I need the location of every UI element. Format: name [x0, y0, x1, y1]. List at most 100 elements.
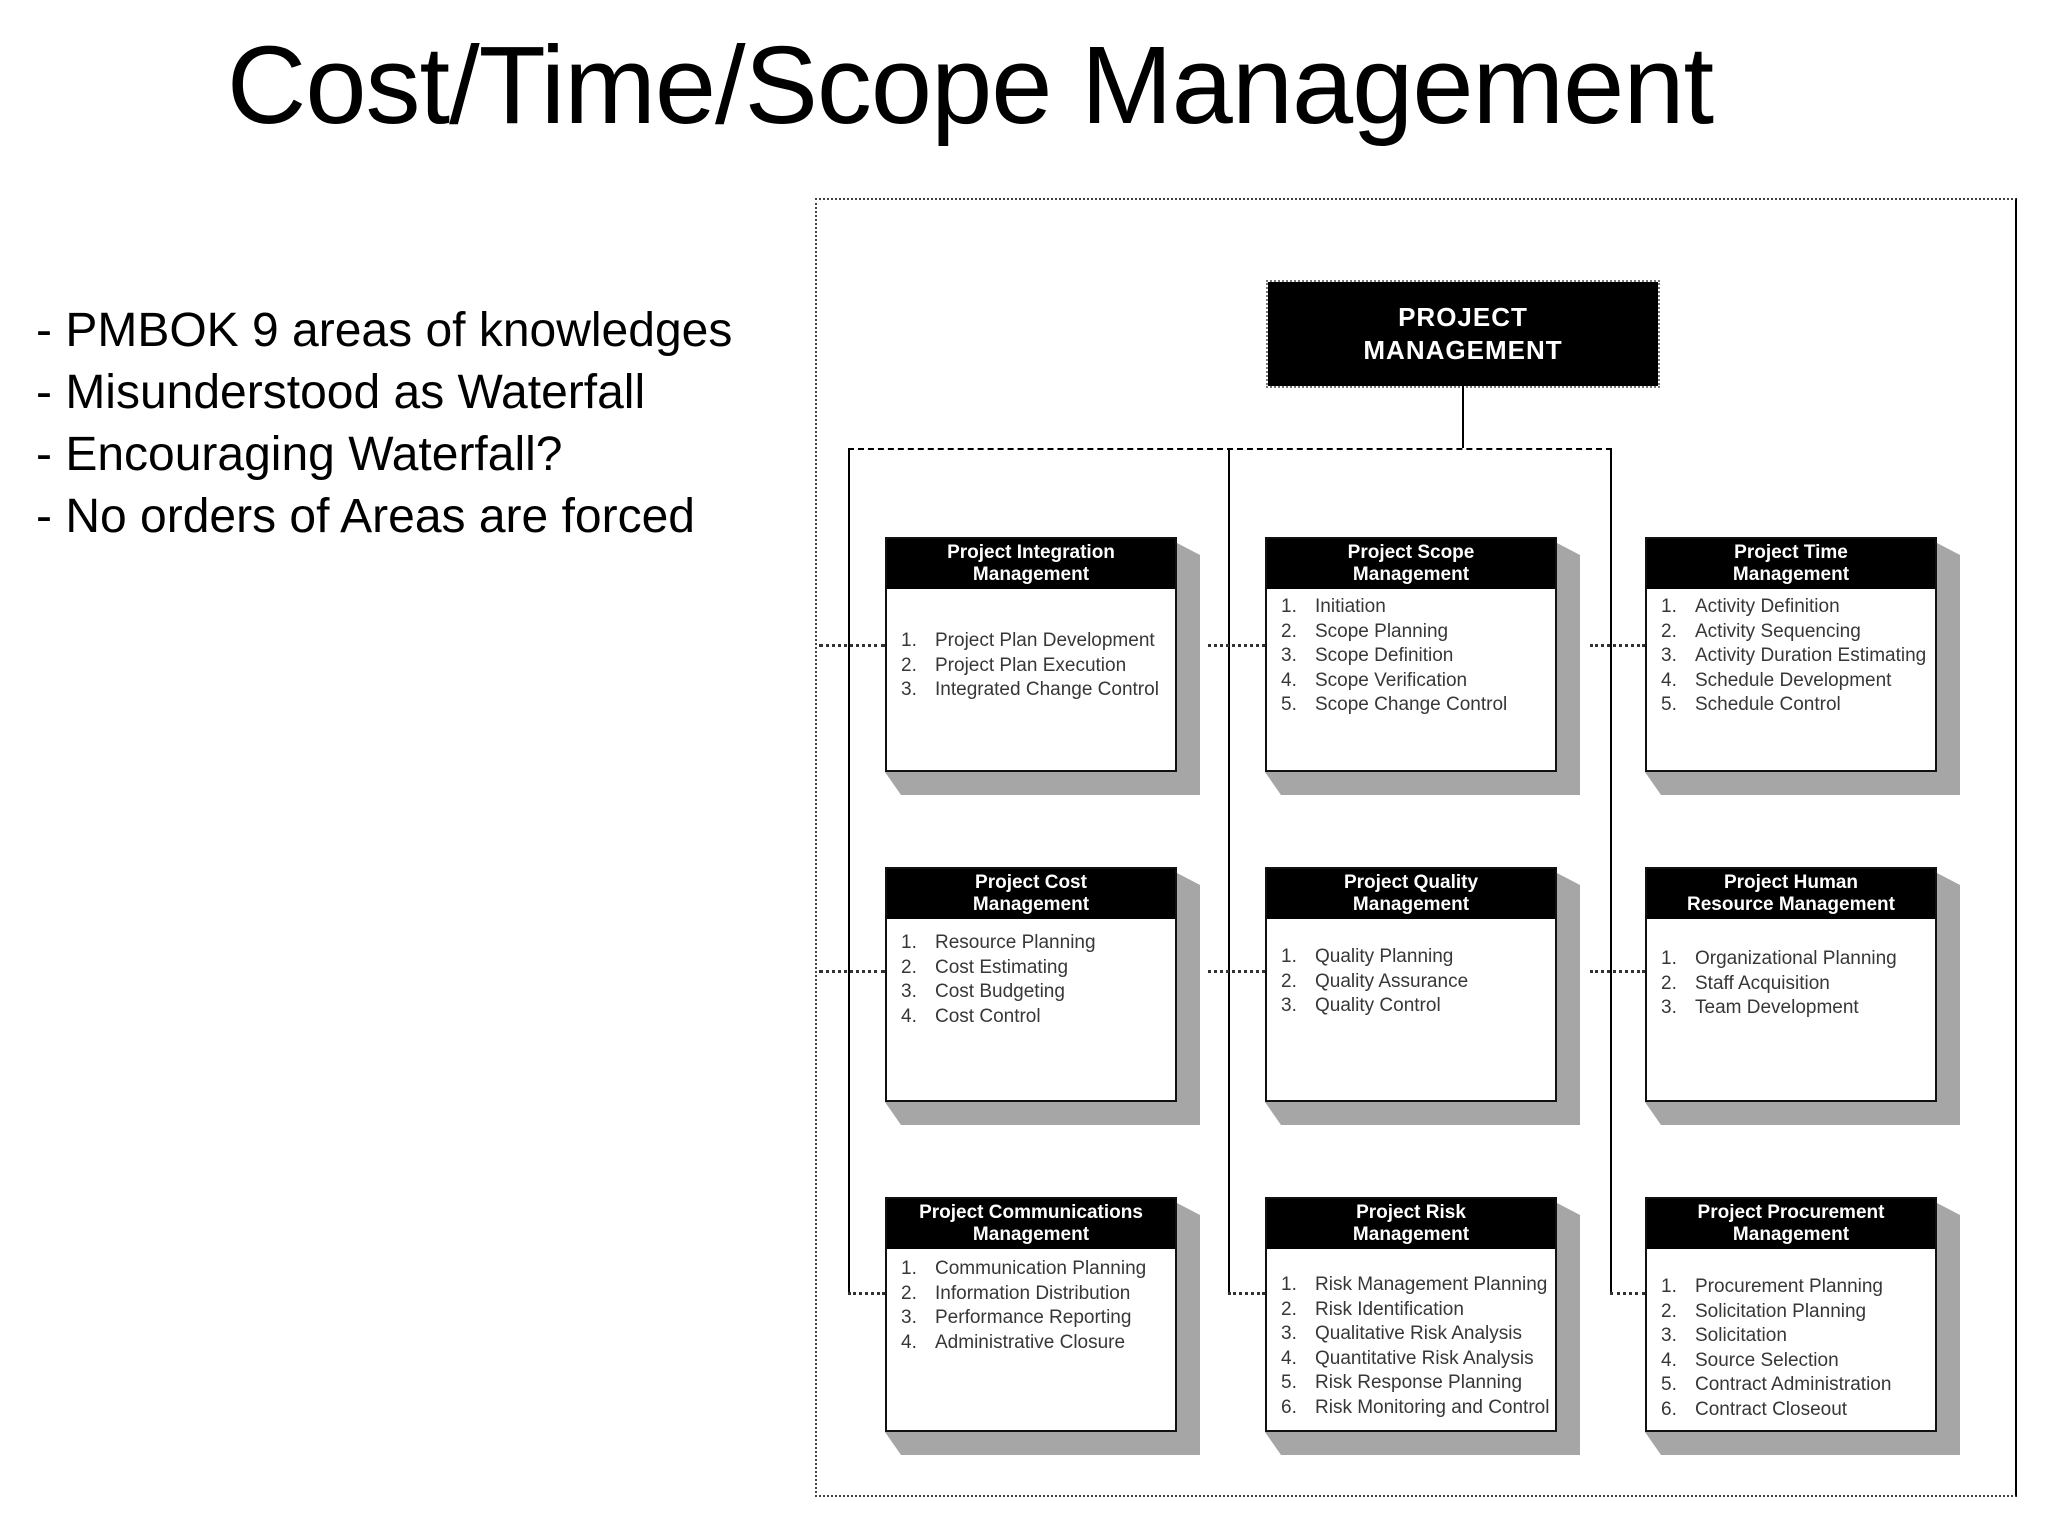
box-human-resource-title-line: Project Human	[1723, 872, 1859, 893]
item-number: 2.	[1281, 620, 1297, 642]
item-number: 3.	[1661, 645, 1677, 666]
box-time-title-line: Project Time	[1734, 542, 1848, 563]
item-text: Procurement Planning	[1695, 1276, 1883, 1297]
list-item: 4.Cost Control	[897, 1005, 1171, 1030]
box-scope-title-line: Management	[1352, 564, 1470, 585]
item-text: Qualitative Risk Analysis	[1315, 1323, 1522, 1344]
item-text: Quality Planning	[1315, 946, 1454, 967]
item-text: Quality Assurance	[1315, 970, 1469, 992]
item-number: 2.	[1661, 620, 1677, 642]
list-item: 3.Scope Definition	[1277, 644, 1551, 669]
list-item: 1. Quality Planning	[1277, 945, 1551, 970]
box-quality-list: 1. Quality Planning 2. Quality Assurance 3. Q…	[1267, 919, 1555, 1019]
item-text: Project Plan Execution	[935, 654, 1127, 676]
box-communications-list: 1. Communication Planning 2. Information Di…	[887, 1249, 1175, 1355]
item-number: 5.	[1281, 1372, 1297, 1393]
list-item: 1. Communication Planning	[897, 1257, 1171, 1282]
box-risk-title-line: Project Risk	[1356, 1202, 1466, 1223]
item-text: Schedule Development	[1695, 669, 1892, 691]
item-text: Scope Planning	[1315, 620, 1449, 642]
item-text: Communication Planning	[935, 1258, 1147, 1279]
item-number: 2.	[901, 1282, 917, 1304]
box-integration-title-line: Management	[972, 564, 1090, 585]
list-item: 3.Activity Duration Estimating	[1657, 644, 1931, 669]
list-item: 3.Team Development	[1657, 996, 1931, 1021]
connector-row3-col1	[848, 1292, 885, 1295]
list-item: 5.Contract Administration	[1657, 1373, 1931, 1398]
item-text: Risk Response Planning	[1315, 1372, 1523, 1393]
item-number: 6.	[1281, 1396, 1297, 1418]
box-quality-title-line: Management	[1352, 894, 1470, 915]
connector-row3-col2	[1228, 1292, 1265, 1295]
list-item: 2. Information Distribution	[897, 1282, 1171, 1307]
bullet-item: - Encouraging Waterfall?	[36, 428, 563, 481]
list-item: 4.Schedule Development	[1657, 669, 1931, 694]
item-number: 1.	[1661, 948, 1677, 969]
item-text: Team Development	[1695, 997, 1859, 1018]
item-number: 2.	[1281, 970, 1297, 992]
item-number: 3.	[901, 1307, 917, 1328]
list-item: 2.Risk Identification	[1277, 1298, 1551, 1323]
item-text: Risk Management Planning	[1315, 1274, 1548, 1295]
connector-row1-col3	[1590, 644, 1645, 647]
list-item: 1.Project Plan Development	[897, 629, 1171, 654]
list-item: 3.Qualitative Risk Analysis	[1277, 1322, 1551, 1347]
item-number: 1.	[1661, 1276, 1677, 1297]
item-text: Activity Definition	[1695, 596, 1840, 617]
list-item: 5.Scope Change Control	[1277, 693, 1551, 718]
box-procurement-title-line: Project Procurement	[1697, 1202, 1885, 1223]
item-text: Scope Verification	[1315, 669, 1468, 691]
connector-root-spine	[1462, 386, 1464, 448]
bullet-item: - No orders of Areas are forced	[36, 490, 695, 543]
connector-row1-col2	[1208, 644, 1265, 647]
box-scope-title-line: Project Scope	[1347, 542, 1475, 563]
connector-vertical-right	[1610, 448, 1612, 1294]
item-text: Cost Estimating	[935, 956, 1069, 978]
item-number: 4.	[901, 1331, 917, 1353]
item-number: 5.	[1281, 694, 1297, 715]
item-number: 2.	[901, 654, 917, 676]
item-number: 2.	[1281, 1298, 1297, 1320]
connector-row2-col2	[1208, 970, 1265, 973]
item-number: 1.	[1281, 946, 1297, 967]
item-text: Solicitation Planning	[1695, 1300, 1867, 1322]
item-number: 4.	[1661, 1349, 1677, 1371]
project-management-root-box: PROJECT MANAGEMENT	[1266, 280, 1660, 388]
item-number: 1.	[901, 1258, 917, 1279]
connector-row1-col1	[819, 644, 885, 647]
item-number: 3.	[1661, 1325, 1677, 1346]
box-time-title-line: Management	[1732, 564, 1850, 585]
box-human-resource-title-line: Resource Management	[1686, 894, 1895, 915]
list-item: 3.Integrated Change Control	[897, 678, 1171, 703]
item-text: Administrative Closure	[935, 1331, 1126, 1353]
list-item: 1.Initiation	[1277, 595, 1551, 620]
page-title: Cost/Time/Scope Management	[226, 24, 1714, 147]
item-text: Solicitation	[1695, 1325, 1787, 1346]
connector-row2-col1	[819, 970, 885, 973]
list-item: 5. Risk Response Planning	[1277, 1371, 1551, 1396]
item-text: Information Distribution	[935, 1282, 1131, 1304]
connector-vertical-left	[848, 448, 850, 1294]
list-item: 1.Resource Planning	[897, 931, 1171, 956]
item-number: 1.	[1281, 1274, 1297, 1295]
connector-row3-col3	[1610, 1292, 1645, 1295]
item-text: Cost Control	[935, 1005, 1041, 1027]
list-item: 4.Source Selection	[1657, 1349, 1931, 1374]
item-number: 2.	[1661, 972, 1677, 994]
item-text: Quality Control	[1315, 995, 1441, 1016]
item-number: 3.	[1281, 995, 1297, 1016]
list-item: 1. Risk Management Planning	[1277, 1273, 1551, 1298]
